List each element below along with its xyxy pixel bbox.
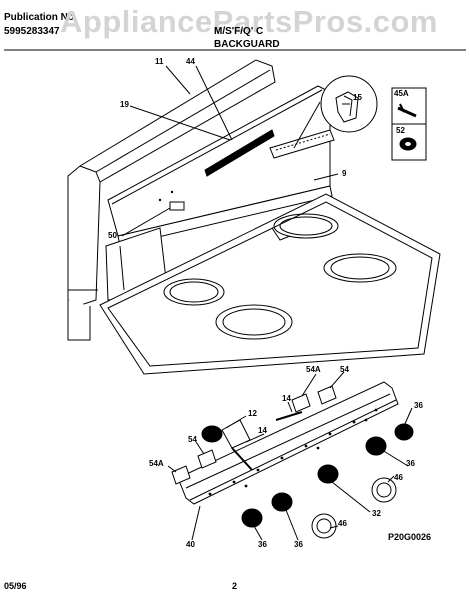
mounting-tab [169,201,185,211]
part-45A-box [391,87,427,125]
knob-36-right-2 [365,436,387,456]
callout-12: 12 [248,409,257,418]
side-trim [67,300,91,341]
callout-36-bottom-2: 36 [294,540,303,549]
control-bracket [177,381,399,505]
model-number: M/S'F/Q' C [214,26,264,37]
burner-right-front [323,253,397,283]
callout-40: 40 [186,540,195,549]
switch-54-left [197,449,217,469]
infinite-switch [201,425,223,443]
callout-15: 15 [353,93,362,102]
callout-14-b: 14 [258,426,267,435]
knob-46-right [371,477,397,503]
callout-36-right-1: 36 [414,401,423,410]
burner-right-rear [273,213,339,239]
publication-label: Publication No. [4,12,77,23]
clock-display [204,129,275,177]
callout-9: 9 [342,169,347,178]
knob-36-middle [317,464,339,484]
callout-44: 44 [186,57,195,66]
figure-code: P20G0026 [388,532,432,542]
callout-52: 52 [396,126,405,135]
cooktop-surface [99,193,441,375]
callout-54A-top: 54A [306,365,321,374]
knob-36-right-1 [394,423,414,441]
burner-left-rear [163,278,225,306]
burner-left-front [215,304,293,340]
callout-19: 19 [120,100,129,109]
page-number: 2 [232,581,238,591]
publication-number: 5995283347 [4,26,60,37]
callout-54-top: 54 [340,365,349,374]
section-title: BACKGUARD [214,39,280,50]
callout-54A-left: 54A [149,459,164,468]
callout-50: 50 [108,231,117,240]
callout-11: 11 [155,57,164,66]
callout-45A: 45A [394,89,409,98]
callout-54-left: 54 [188,435,197,444]
knob-36-bottom-1 [271,492,293,512]
watermark: AppliancePartsPros.com [60,4,438,39]
callout-46-right: 46 [394,473,403,482]
knob-36-bottom-2 [241,508,263,528]
footer-date: 05/96 [4,581,27,591]
callout-14-a: 14 [282,394,291,403]
switch-54A-top [291,393,311,413]
switch-54A-left [171,465,191,485]
switch-54-top [317,385,337,405]
callout-32: 32 [372,509,381,518]
callout-36-right-2: 36 [406,459,415,468]
valve-stem [275,411,303,421]
callout-36-bottom-1: 36 [258,540,267,549]
callout-46-bottom: 46 [338,519,347,528]
knob-46-bottom [311,513,337,539]
